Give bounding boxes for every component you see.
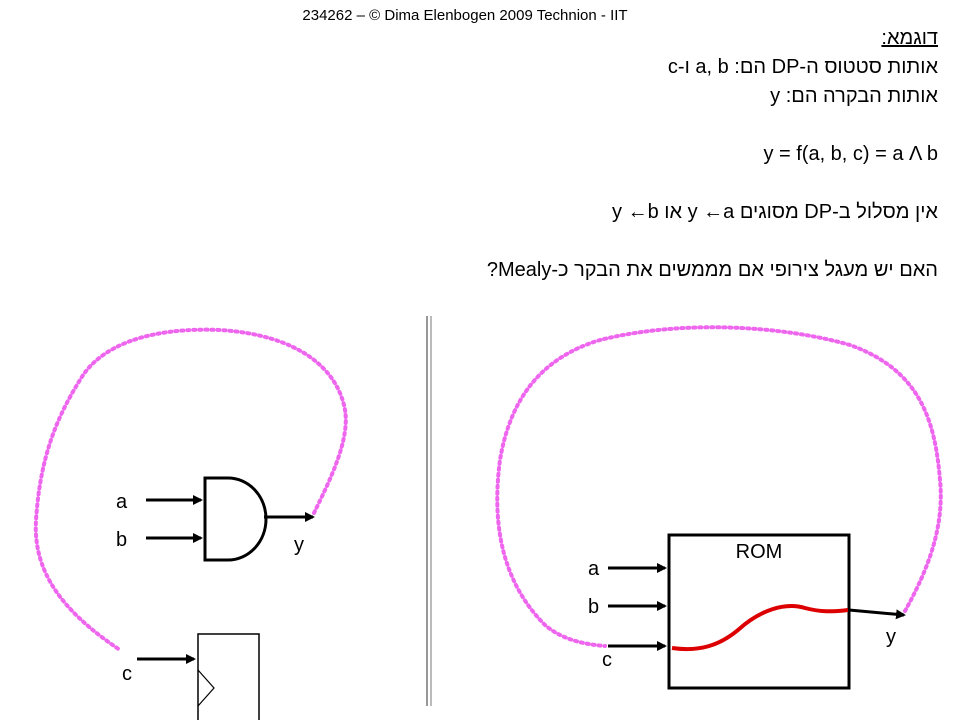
right-label-c: c <box>602 649 612 671</box>
left-label-b: b <box>116 529 127 551</box>
left-label-y: y <box>294 534 304 556</box>
left-label-a: a <box>116 491 128 513</box>
left-diagram: a b y c <box>33 327 348 720</box>
mealy-question-line: האם יש מעגל צירופי אם מממשים את הבקר כ-M… <box>486 259 938 281</box>
divider-line <box>426 316 432 706</box>
combinational-path-red <box>671 604 849 652</box>
right-label-y: y <box>886 626 896 648</box>
combinational-loop-left <box>33 327 348 652</box>
no-path-line: אין מסלול ב-DP מסוגים y ←a או y ←b <box>612 201 938 223</box>
formula-line: y = f(a, b, c) = a Λ b <box>763 143 938 165</box>
status-signals-line: אותות סטטוס ה-DP הם: a, b ו-c <box>667 56 938 78</box>
rom-output-wire <box>848 608 906 620</box>
and-gate <box>203 476 268 562</box>
left-label-c: c <box>122 663 132 685</box>
combinational-loop-right <box>495 325 943 648</box>
example-title: דוגמא: <box>881 27 938 49</box>
flip-flop <box>197 633 260 720</box>
rom-label: ROM <box>736 541 783 563</box>
right-label-a: a <box>588 558 600 580</box>
right-label-b: b <box>588 596 599 618</box>
course-credit-header: 234262 – © Dima Elenbogen 2009 Technion … <box>302 7 628 24</box>
slide-text: דוגמא: אותות סטטוס ה-DP הם: a, b ו-c אות… <box>218 24 938 285</box>
clock-triangle-icon <box>197 669 215 707</box>
control-signals-line: אותות הבקרה הם: y <box>770 85 938 107</box>
right-diagram: ROM a b c y <box>495 325 943 690</box>
